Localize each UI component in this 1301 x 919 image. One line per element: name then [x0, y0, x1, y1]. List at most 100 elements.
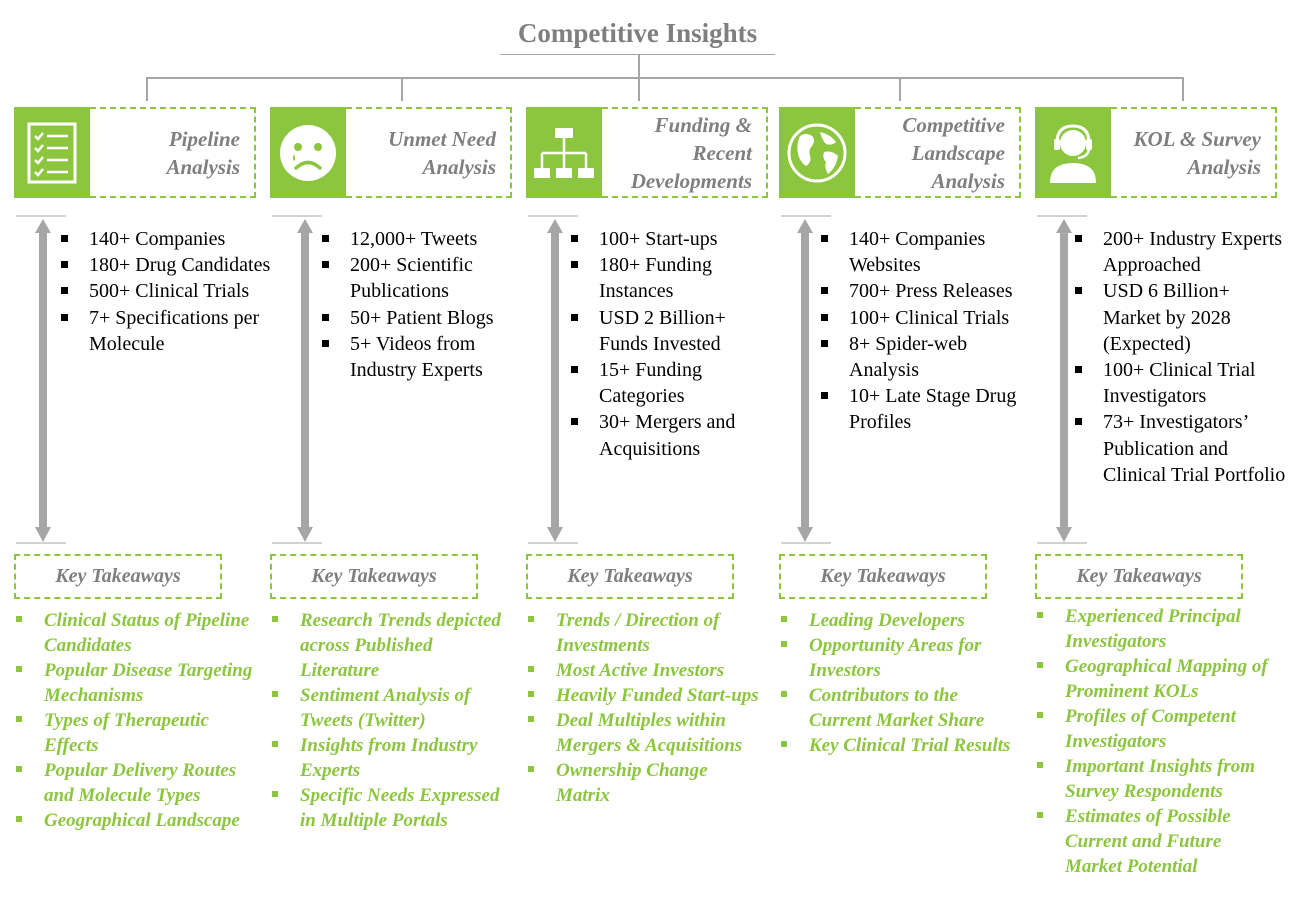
- column-pipeline-analysis: Pipeline Analysis 140+ Companies 180+ Dr…: [14, 0, 270, 919]
- takeaways-list: Leading Developers Opportunity Areas for…: [779, 608, 1014, 758]
- org-chart-icon: [526, 107, 602, 198]
- column-label: KOL & Survey Analysis: [1133, 125, 1261, 181]
- list-item: Profiles of Competent Investigators: [1035, 704, 1280, 754]
- takeaways-list: Experienced Principal Investigators Geog…: [1035, 604, 1280, 879]
- column-kol-survey-analysis: KOL & Survey Analysis 200+ Industry Expe…: [1035, 0, 1287, 919]
- takeaways-list: Research Trends depicted across Publishe…: [270, 608, 505, 833]
- label-line: Recent: [692, 140, 752, 165]
- column-header: Competitive Landscape Analysis: [779, 107, 1021, 198]
- list-item: Key Clinical Trial Results: [779, 733, 1014, 758]
- label-line: Funding &: [654, 112, 752, 137]
- column-label: Funding & Recent Developments: [631, 111, 752, 195]
- label-line: Analysis: [1187, 154, 1261, 179]
- label-line: Competitive: [902, 112, 1005, 137]
- list-item: Important Insights from Survey Responden…: [1035, 754, 1280, 804]
- column-funding-recent-developments: Funding & Recent Developments 100+ Start…: [526, 0, 776, 919]
- column-label-box: KOL & Survey Analysis: [1111, 107, 1277, 198]
- stats-list: 100+ Start-ups 180+ Funding Instances US…: [571, 226, 776, 462]
- list-item: Specific Needs Expressed in Multiple Por…: [270, 783, 505, 833]
- connector-drop-1: [146, 77, 148, 101]
- sad-face-icon: [270, 107, 346, 198]
- key-takeaways-box: Key Takeaways: [14, 554, 222, 599]
- key-takeaways-box: Key Takeaways: [526, 554, 734, 599]
- list-item: 8+ Spider-web Analysis: [821, 331, 1031, 383]
- list-item: 180+ Drug Candidates: [61, 252, 271, 278]
- list-item: 50+ Patient Blogs: [322, 305, 520, 331]
- column-header: KOL & Survey Analysis: [1035, 107, 1277, 198]
- list-item: Heavily Funded Start-ups: [526, 683, 766, 708]
- column-header: Unmet Need Analysis: [270, 107, 512, 198]
- stats-list: 140+ Companies 180+ Drug Candidates 500+…: [61, 226, 271, 357]
- column-label: Pipeline Analysis: [166, 125, 240, 181]
- label-line: Landscape: [911, 140, 1005, 165]
- list-item: 700+ Press Releases: [821, 278, 1031, 304]
- label-line: Pipeline: [168, 126, 240, 151]
- list-item: Experienced Principal Investigators: [1035, 604, 1280, 654]
- list-item: Leading Developers: [779, 608, 1014, 633]
- down-arrow: [1037, 215, 1087, 544]
- connector-bar: [146, 77, 1184, 79]
- list-item: 73+ Investigators’ Publication and Clini…: [1075, 409, 1287, 488]
- takeaways-list: Trends / Direction of Investments Most A…: [526, 608, 766, 808]
- column-unmet-need-analysis: Unmet Need Analysis 12,000+ Tweets 200+ …: [270, 0, 520, 919]
- stats-list: 12,000+ Tweets 200+ Scientific Publicati…: [322, 226, 520, 383]
- column-label-box: Funding & Recent Developments: [602, 107, 768, 198]
- column-header: Pipeline Analysis: [14, 107, 256, 198]
- down-arrow: [16, 215, 66, 544]
- connector-drop-5: [1182, 77, 1184, 101]
- column-label-box: Pipeline Analysis: [90, 107, 256, 198]
- list-item: Opportunity Areas for Investors: [779, 633, 1014, 683]
- list-item: Research Trends depicted across Publishe…: [270, 608, 505, 683]
- list-item: 140+ Companies: [61, 226, 271, 252]
- globe-icon: [779, 107, 855, 198]
- list-item: Geographical Landscape: [14, 808, 259, 833]
- column-competitive-landscape-analysis: Competitive Landscape Analysis 140+ Comp…: [779, 0, 1031, 919]
- key-takeaways-box: Key Takeaways: [1035, 554, 1243, 599]
- list-item: Popular Delivery Routes and Molecule Typ…: [14, 758, 259, 808]
- list-item: Geographical Mapping of Prominent KOLs: [1035, 654, 1280, 704]
- label-line: Unmet Need: [388, 126, 496, 151]
- list-item: 7+ Specifications per Molecule: [61, 305, 271, 357]
- list-item: Types of Therapeutic Effects: [14, 708, 259, 758]
- list-item: 100+ Clinical Trial Investigators: [1075, 357, 1287, 409]
- label-line: KOL & Survey: [1133, 126, 1261, 151]
- connector-drop-4: [899, 77, 901, 101]
- list-item: Most Active Investors: [526, 658, 766, 683]
- connector-trunk: [638, 55, 640, 77]
- list-item: Trends / Direction of Investments: [526, 608, 766, 658]
- label-line: Developments: [630, 168, 752, 193]
- list-item: Clinical Status of Pipeline Candidates: [14, 608, 259, 658]
- takeaways-list: Clinical Status of Pipeline Candidates P…: [14, 608, 259, 833]
- list-item: Ownership Change Matrix: [526, 758, 766, 808]
- list-item: 180+ Funding Instances: [571, 252, 776, 304]
- list-item: USD 2 Billion+ Funds Invested: [571, 305, 776, 357]
- down-arrow: [272, 215, 322, 544]
- key-takeaways-box: Key Takeaways: [270, 554, 478, 599]
- list-item: Insights from Industry Experts: [270, 733, 505, 783]
- page-title: Competitive Insights: [517, 18, 758, 48]
- list-item: 100+ Start-ups: [571, 226, 776, 252]
- label-line: Analysis: [931, 168, 1005, 193]
- title-underline: [500, 54, 775, 55]
- connector-drop-2: [401, 77, 403, 101]
- list-item: Estimates of Possible Current and Future…: [1035, 804, 1280, 879]
- list-item: 140+ Companies Websites: [821, 226, 1031, 278]
- list-item: Popular Disease Targeting Mechanisms: [14, 658, 259, 708]
- list-item: Deal Multiples within Mergers & Acquisit…: [526, 708, 766, 758]
- stats-list: 200+ Industry Experts Approached USD 6 B…: [1075, 226, 1287, 488]
- list-item: 500+ Clinical Trials: [61, 278, 271, 304]
- headset-person-icon: [1035, 107, 1111, 198]
- list-item: 15+ Funding Categories: [571, 357, 776, 409]
- down-arrow: [528, 215, 578, 544]
- list-item: USD 6 Billion+ Market by 2028 (Expected): [1075, 278, 1287, 357]
- checklist-icon: [14, 107, 90, 198]
- list-item: 30+ Mergers and Acquisitions: [571, 409, 776, 461]
- down-arrow: [781, 215, 831, 544]
- list-item: Contributors to the Current Market Share: [779, 683, 1014, 733]
- key-takeaways-box: Key Takeaways: [779, 554, 987, 599]
- list-item: 12,000+ Tweets: [322, 226, 520, 252]
- column-label-box: Competitive Landscape Analysis: [855, 107, 1021, 198]
- list-item: Sentiment Analysis of Tweets (Twitter): [270, 683, 505, 733]
- label-line: Analysis: [422, 154, 496, 179]
- column-label-box: Unmet Need Analysis: [346, 107, 512, 198]
